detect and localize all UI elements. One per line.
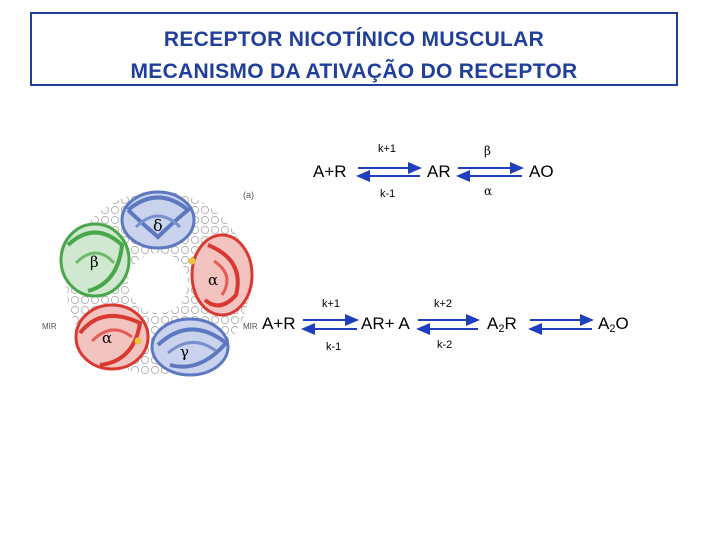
title-line-2: MECANISMO DA ATIVAÇÃO DO RECEPTOR	[130, 60, 578, 83]
binding-site-marker	[188, 257, 196, 265]
label-alpha-right: α	[208, 271, 218, 289]
subunit-beta-ribbon	[59, 222, 131, 298]
a2o-base: A	[598, 314, 610, 333]
label-alpha-left: α	[102, 329, 112, 347]
scheme2-k-minus1: k-1	[326, 341, 342, 353]
subunit-alpha-left-ribbon	[74, 303, 150, 371]
subunit-delta-ribbon	[120, 190, 196, 250]
title-line-1: RECEPTOR NICOTÍNICO MUSCULAR	[163, 28, 545, 51]
scheme2-a2r: A2R	[487, 314, 517, 335]
label-gamma: γ	[180, 343, 189, 361]
a2r-base: A	[487, 314, 499, 333]
scheme2-a2o: A2O	[598, 314, 629, 335]
label-delta: δ	[153, 216, 163, 235]
scheme2-k-plus2: k+2	[434, 298, 453, 310]
scheme1-intermediate: AR	[427, 162, 451, 181]
scheme2-reactant: A+R	[262, 314, 296, 333]
subunit-gamma-ribbon	[150, 317, 230, 377]
scheme1-beta: β	[484, 144, 491, 158]
a2o-subscript: 2	[609, 323, 616, 335]
scheme1-k-reverse: k-1	[380, 188, 396, 200]
scheme2-k-plus1: k+1	[322, 298, 341, 310]
a2o-tail: O	[615, 314, 629, 333]
scheme1-reactant: A+R	[313, 162, 347, 181]
label-beta: β	[90, 253, 99, 271]
title-box: RECEPTOR NICOTÍNICO MUSCULAR MECANISMO D…	[30, 12, 678, 86]
label-mir-left: MIR	[42, 322, 57, 331]
receptor-structure-illustration: δ β α α γ (a) MIR MIR	[40, 165, 265, 395]
a2r-tail: R	[504, 314, 517, 333]
panel-label: (a)	[243, 190, 254, 200]
label-mir-right: MIR	[243, 322, 258, 331]
subunit-alpha-right-ribbon	[190, 233, 254, 317]
channel-pore	[128, 253, 188, 313]
scheme2-k-minus2: k-2	[437, 339, 453, 351]
scheme1-alpha: α	[484, 184, 493, 198]
receptor-structure-svg: δ β α α γ (a) MIR MIR	[42, 190, 258, 377]
scheme2-intermediate: AR+ A	[361, 314, 410, 333]
scheme1-product: AO	[529, 162, 554, 181]
a2r-subscript: 2	[498, 323, 505, 335]
scheme1-k-forward: k+1	[378, 143, 397, 155]
binding-site-marker	[134, 337, 142, 345]
